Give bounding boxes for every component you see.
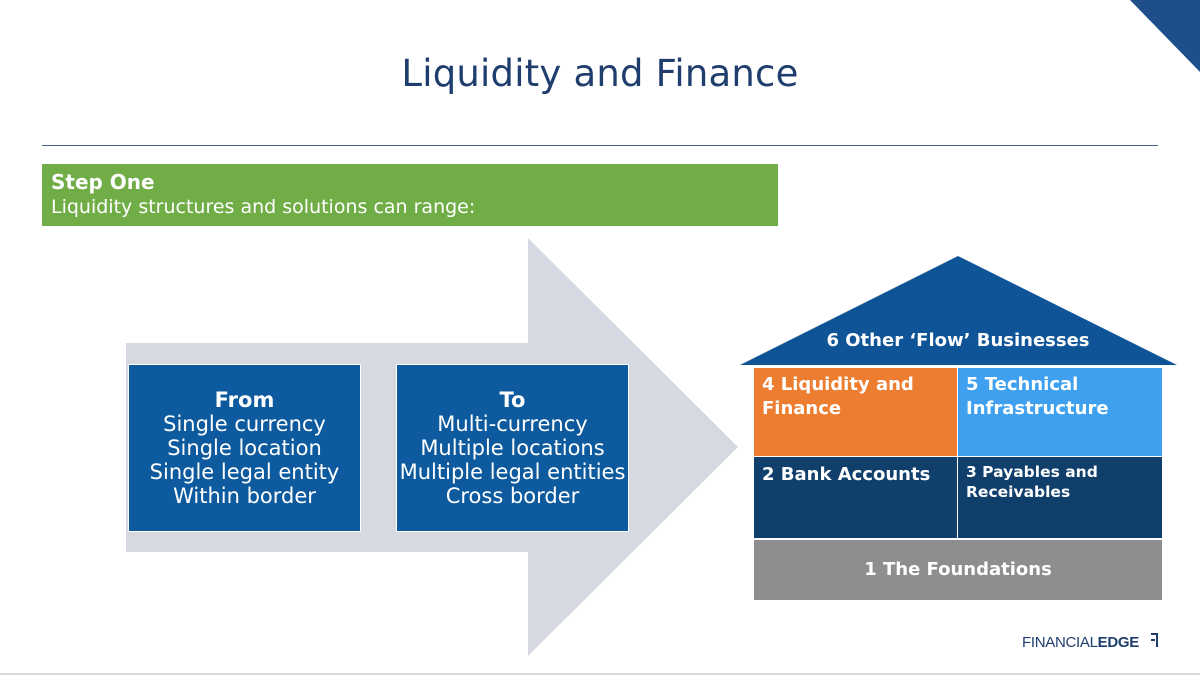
step-banner: Step One Liquidity structures and soluti… (42, 164, 778, 226)
from-heading: From (214, 388, 275, 412)
to-line-2: Multiple locations (420, 436, 605, 460)
house-cell-bank-accounts: 2 Bank Accounts (754, 457, 957, 538)
to-heading: To (499, 388, 526, 412)
slide-title: Liquidity and Finance (401, 52, 799, 95)
from-line-2: Single location (167, 436, 322, 460)
house-cell-liquidity: 4 Liquidity and Finance (754, 368, 957, 456)
bottom-border (0, 673, 1200, 675)
step-subtitle: Liquidity structures and solutions can r… (51, 196, 476, 218)
to-line-1: Multi-currency (437, 412, 588, 436)
from-line-4: Within border (173, 484, 316, 508)
from-line-1: Single currency (163, 412, 326, 436)
to-line-3: Multiple legal entities (399, 460, 626, 484)
to-box: To Multi-currency Multiple locations Mul… (396, 364, 629, 532)
to-line-4: Cross border (445, 484, 580, 508)
title-divider (42, 145, 1158, 146)
house-cell-technical: 5 Technical Infrastructure (958, 368, 1162, 456)
logo-mark-icon (1151, 633, 1158, 647)
from-line-3: Single legal entity (149, 460, 340, 484)
step-heading: Step One (51, 170, 155, 194)
from-box: From Single currency Single location Sin… (128, 364, 361, 532)
house-cell-foundations: 1 The Foundations (754, 540, 1162, 600)
house-roof (740, 256, 1177, 365)
roof-label: 6 Other ‘Flow’ Businesses (826, 330, 1090, 351)
logo-text-bold: EDGE (1097, 634, 1140, 651)
financial-edge-logo: FINANCIALEDGE (1022, 634, 1139, 651)
house-cell-payables: 3 Payables and Receivables (958, 457, 1162, 538)
logo-text-light: FINANCIAL (1022, 634, 1098, 651)
